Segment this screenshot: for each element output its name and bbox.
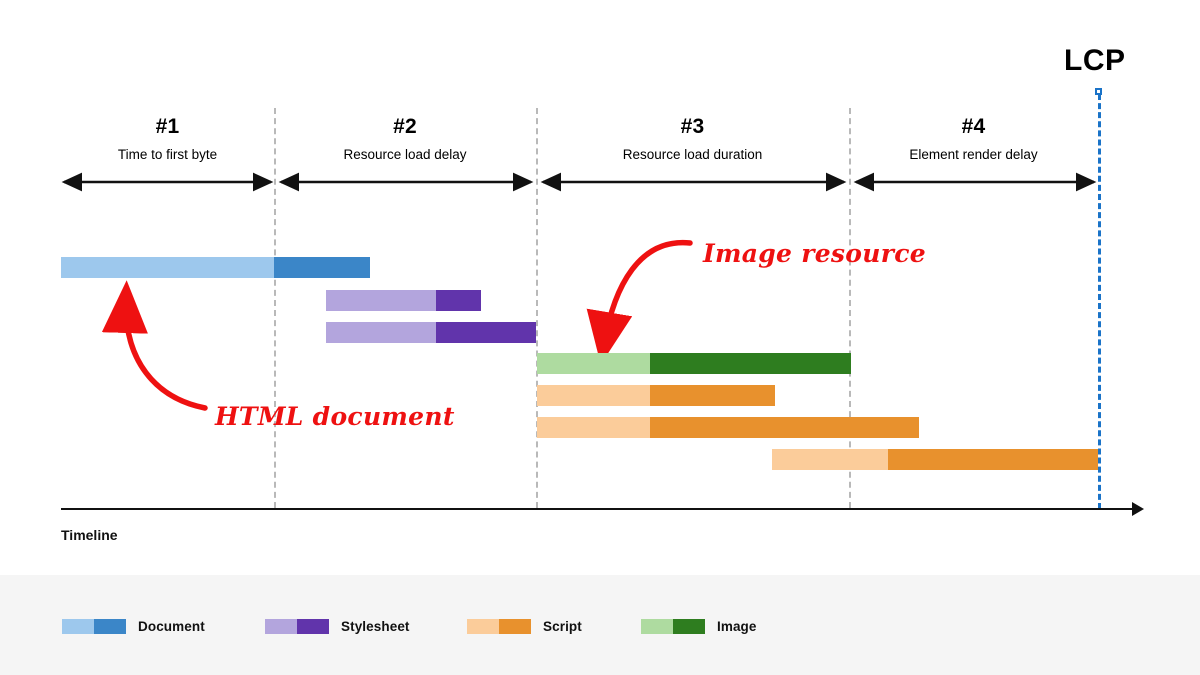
- legend-swatch-image-icon: [641, 618, 705, 634]
- legend-item-script: Script: [467, 615, 582, 637]
- bar-stylesheet-2-delay: [326, 322, 436, 343]
- phase-2: #2 Resource load delay: [274, 114, 536, 166]
- phase-4: #4 Element render delay: [849, 114, 1098, 166]
- annotation-image-resource: Image resource: [703, 239, 926, 268]
- phase-1: #1 Time to first byte: [61, 114, 274, 166]
- timeline-axis-label: Timeline: [61, 527, 118, 543]
- bar-script-3: [772, 449, 1098, 470]
- legend-label-document: Document: [138, 618, 205, 634]
- legend-label-script: Script: [543, 618, 582, 634]
- legend-item-document: Document: [62, 615, 205, 637]
- phase-4-number: #4: [961, 115, 986, 138]
- bar-stylesheet-1-delay: [326, 290, 436, 311]
- bar-script-2-duration: [650, 417, 919, 438]
- bar-script-2: [537, 417, 919, 438]
- phase-1-number: #1: [155, 115, 180, 138]
- legend-label-stylesheet: Stylesheet: [341, 618, 410, 634]
- legend-label-image: Image: [717, 618, 757, 634]
- bar-document-duration: [274, 257, 370, 278]
- bar-stylesheet-1: [326, 290, 481, 311]
- phase-1-label: Time to first byte: [117, 147, 218, 162]
- bar-stylesheet-2-duration: [436, 322, 536, 343]
- phase-2-label: Resource load delay: [343, 147, 467, 162]
- lcp-dashed-line: [1098, 94, 1101, 509]
- legend-swatch-stylesheet-icon: [265, 618, 329, 634]
- phase-divider-2: [536, 108, 538, 508]
- bar-script-3-delay: [772, 449, 888, 470]
- legend-item-stylesheet: Stylesheet: [265, 615, 410, 637]
- phase-3-number: #3: [680, 115, 705, 138]
- bar-stylesheet-2: [326, 322, 536, 343]
- phase-2-number: #2: [393, 115, 417, 138]
- timeline-axis: [61, 508, 1136, 510]
- legend-swatch-script-icon: [467, 618, 531, 634]
- bar-document: [61, 257, 370, 278]
- annotation-arrow-html-document: [101, 280, 208, 411]
- phase-3-label: Resource load duration: [622, 147, 763, 162]
- annotation-html-document: HTML document: [215, 402, 455, 431]
- bar-document-delay: [61, 257, 274, 278]
- legend: Document Stylesheet Script Image: [0, 615, 1200, 637]
- bar-image-duration: [650, 353, 851, 374]
- phase-3: #3 Resource load duration: [536, 114, 849, 166]
- legend-swatch-document-icon: [62, 618, 126, 634]
- bar-stylesheet-1-duration: [436, 290, 481, 311]
- bar-script-1-delay: [537, 385, 650, 406]
- lcp-label: LCP: [1064, 44, 1126, 77]
- bar-image-delay: [537, 353, 650, 374]
- legend-item-image: Image: [641, 615, 757, 637]
- phase-divider-1: [274, 108, 276, 508]
- bar-image: [537, 353, 851, 374]
- phase-4-label: Element render delay: [909, 147, 1038, 162]
- bar-script-1-duration: [650, 385, 775, 406]
- bar-script-2-delay: [537, 417, 650, 438]
- bar-script-3-duration: [888, 449, 1098, 470]
- legend-band: [0, 575, 1200, 675]
- bar-script-1: [537, 385, 775, 406]
- annotation-arrow-image-resource: [586, 240, 693, 365]
- phase-divider-3: [849, 108, 851, 508]
- timeline-axis-arrow: [1132, 502, 1144, 516]
